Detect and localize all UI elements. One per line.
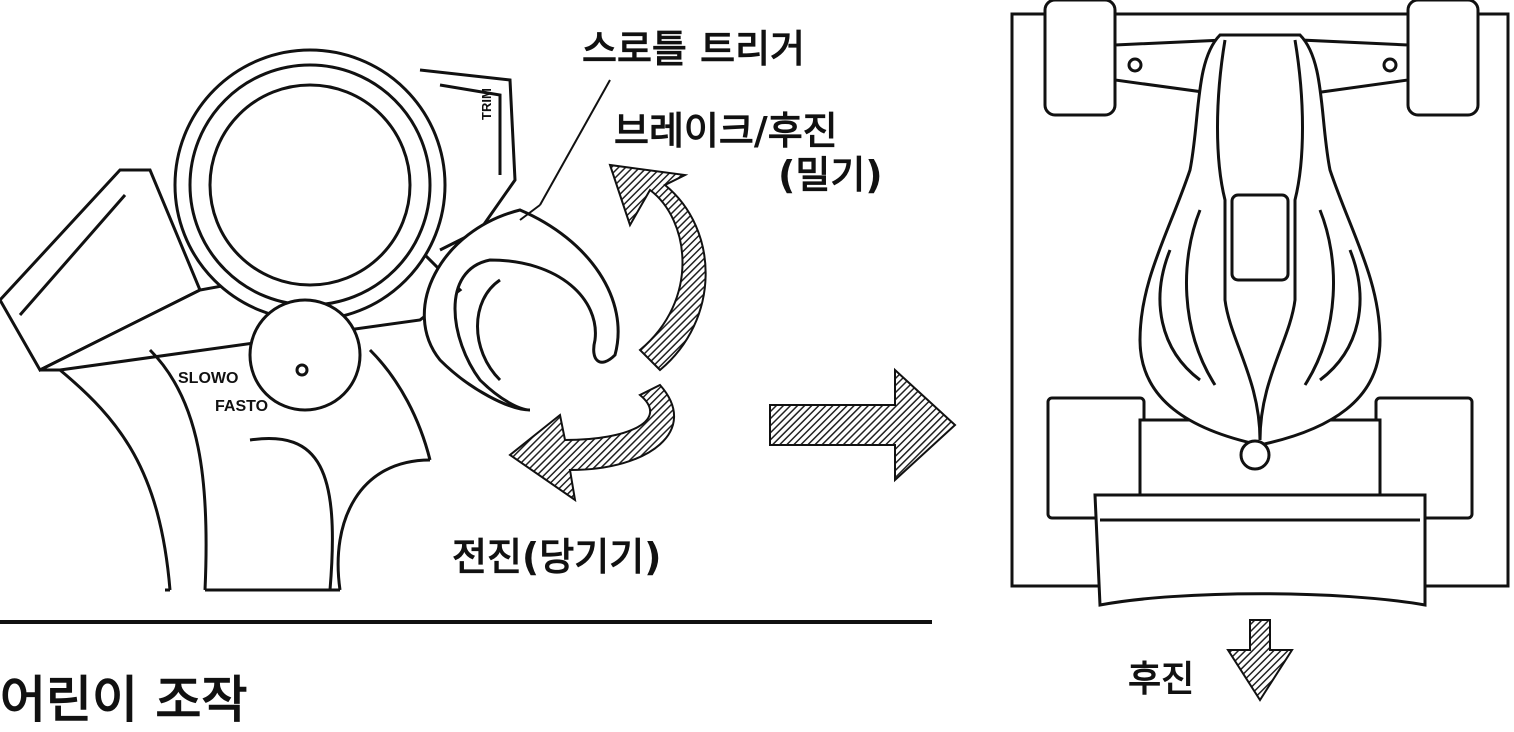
car-drawing bbox=[1010, 0, 1510, 607]
forward-pull-label: 전진(당기기) bbox=[452, 535, 662, 579]
slow-label: SLOWO bbox=[178, 370, 239, 387]
curved-arrow-down-icon bbox=[508, 383, 675, 503]
brake-reverse-label: 브레이크/후진 bbox=[614, 109, 838, 153]
section-heading: 어린이 조작 bbox=[0, 671, 248, 729]
trim-label: TRIM bbox=[479, 88, 494, 120]
down-arrow-icon bbox=[1226, 619, 1294, 702]
throttle-trigger-label: 스로틀 트리거 bbox=[582, 27, 805, 71]
transmitter-drawing bbox=[0, 48, 620, 592]
illustration bbox=[0, 0, 1510, 702]
curved-arrow-up-icon bbox=[608, 163, 707, 372]
push-label: (밀기) bbox=[778, 153, 883, 197]
fast-label: FASTO bbox=[215, 398, 269, 415]
reverse-label: 후진 bbox=[1128, 659, 1195, 700]
right-arrow-icon bbox=[769, 367, 957, 483]
